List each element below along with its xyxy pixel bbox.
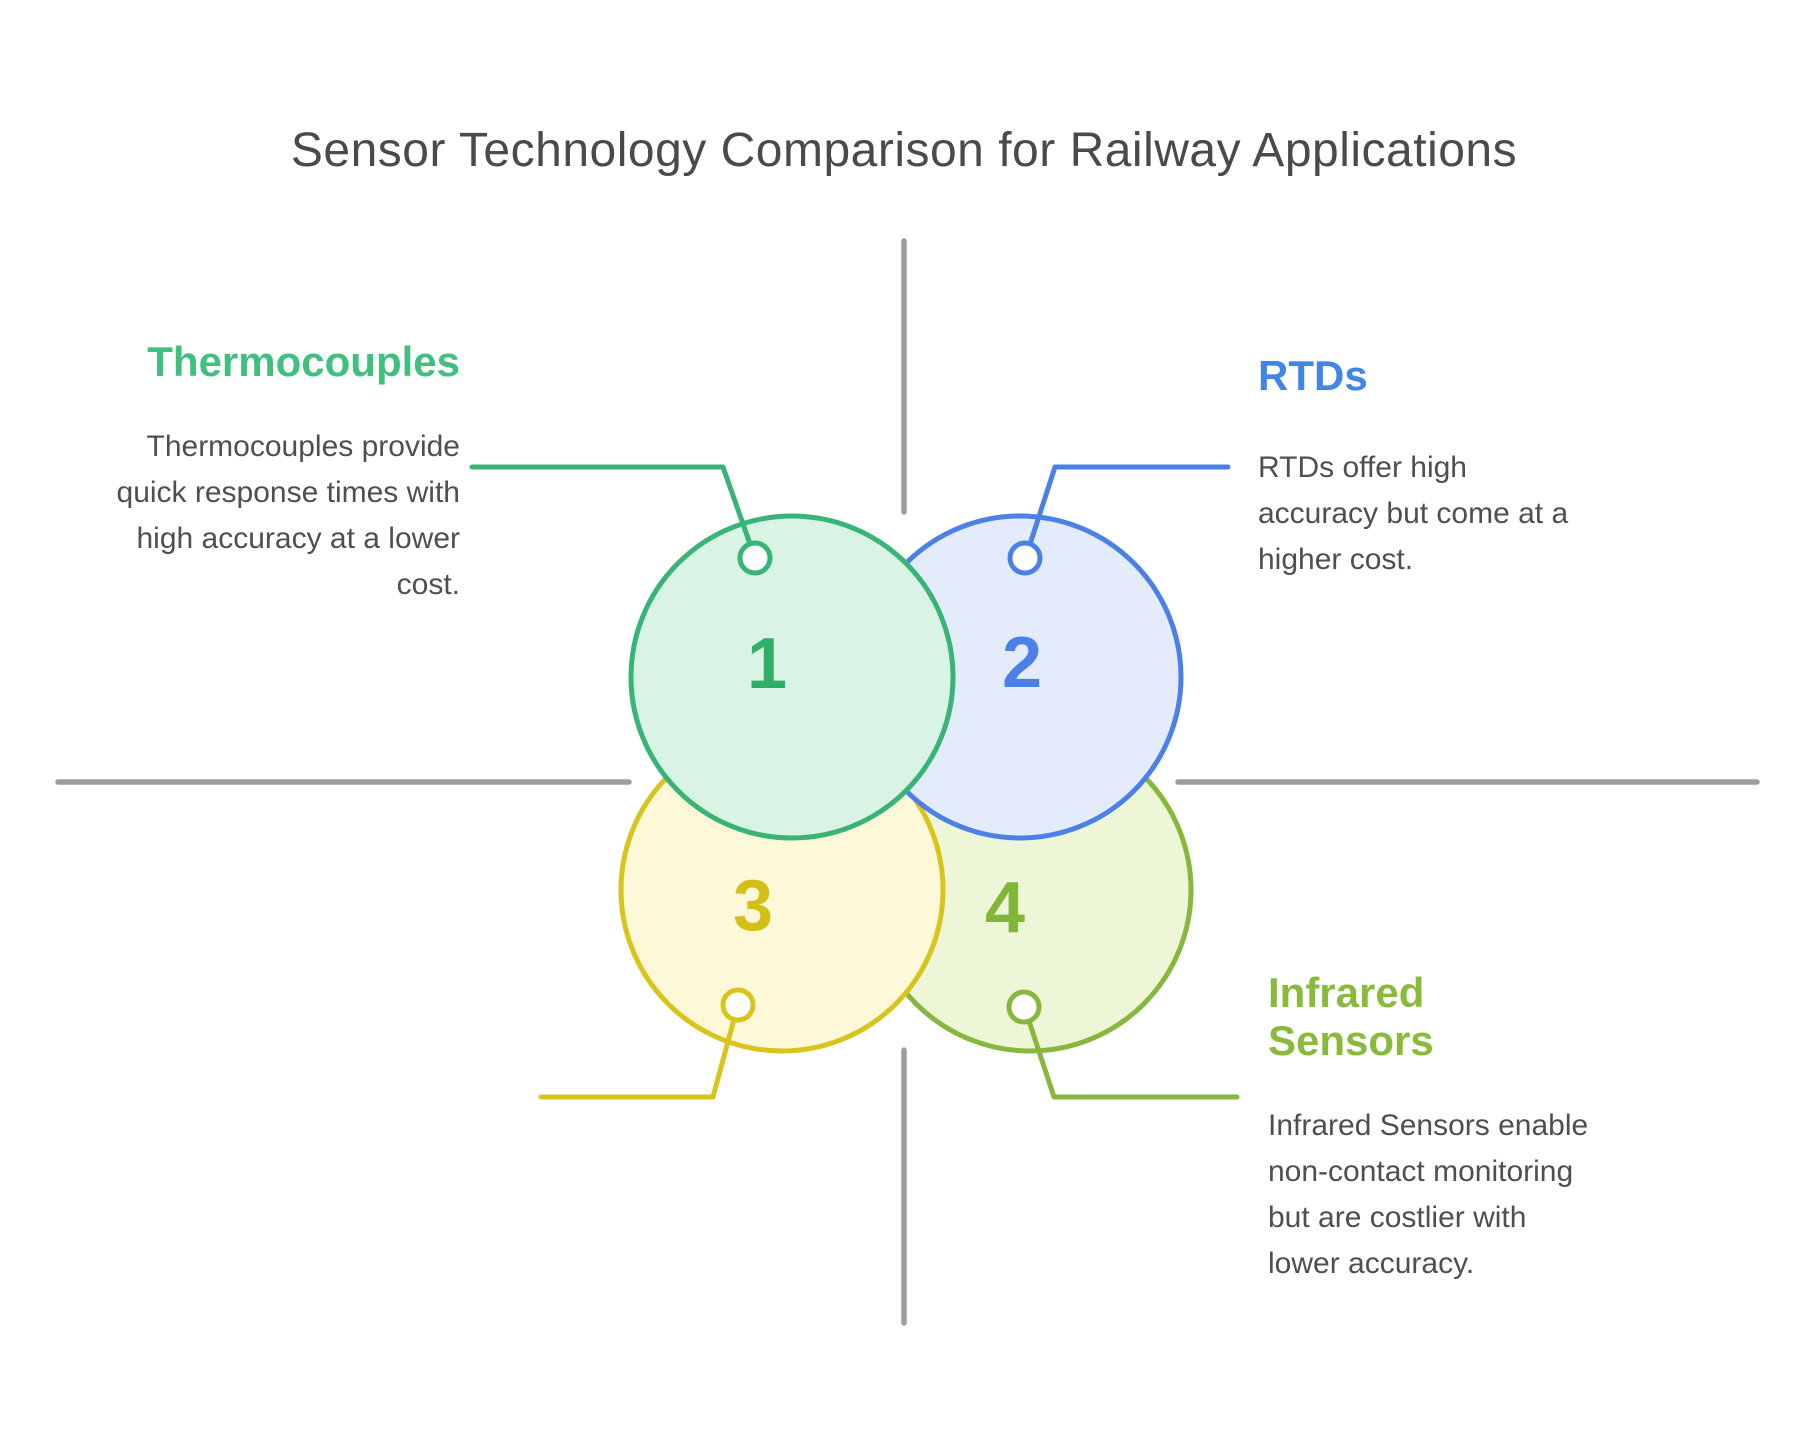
circle-2-number: 2 (1002, 623, 1042, 703)
ring-marker-circle-2 (1007, 540, 1043, 576)
infrared-label: Infrared Sensors (1268, 969, 1434, 1064)
circle-1-thermocouples (628, 513, 956, 841)
rtds-label: RTDs (1258, 352, 1368, 399)
circle-1-number: 1 (747, 624, 787, 704)
rtds-block: RTDs RTDs offer high accuracy but come a… (1258, 352, 1588, 583)
ring-marker-circle-1 (737, 540, 773, 576)
thermocouples-label: Thermocouples (147, 338, 460, 385)
infrared-block: Infrared Sensors Infrared Sensors enable… (1268, 969, 1598, 1287)
connector-rtds (1028, 464, 1231, 544)
circle-3-number: 3 (733, 866, 773, 946)
thermocouples-block: Thermocouples Thermocouples provide quic… (115, 338, 460, 608)
connector-infrared (1027, 1021, 1240, 1100)
ring-marker-circle-4 (1006, 989, 1042, 1025)
connector-circle-3 (538, 1020, 736, 1100)
ring-marker-circle-3 (720, 987, 756, 1023)
page-title: Sensor Technology Comparison for Railway… (290, 124, 1518, 177)
rtds-description: RTDs offer high accuracy but come at a h… (1258, 451, 1569, 576)
thermocouples-description: Thermocouples provide quick response tim… (116, 430, 460, 601)
circle-4-number: 4 (985, 868, 1025, 948)
connector-thermocouples (469, 464, 752, 544)
infrared-description: Infrared Sensors enable non-contact moni… (1268, 1109, 1589, 1280)
